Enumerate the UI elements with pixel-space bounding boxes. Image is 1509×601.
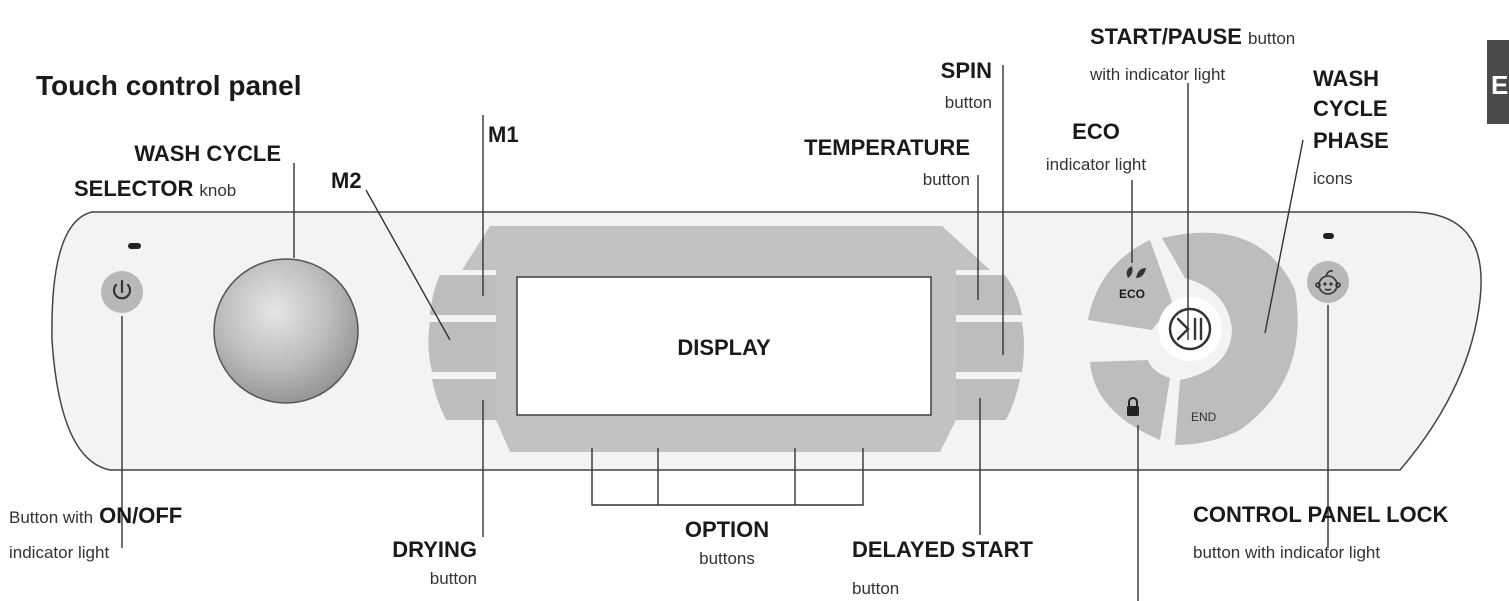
spin-label: SPIN [941, 58, 992, 83]
wash-cycle-phase-label-3: PHASE [1313, 128, 1389, 153]
start-pause-sublabel: with indicator light [1089, 65, 1225, 84]
m2-label: M2 [331, 168, 362, 193]
end-label: END [1191, 410, 1217, 424]
power-indicator-light [128, 243, 141, 249]
wash-cycle-phase-icons [1162, 232, 1298, 445]
m1-label: M1 [488, 122, 519, 147]
temperature-button[interactable] [956, 322, 1024, 372]
diagram-title: Touch control panel [36, 70, 301, 101]
spin-sublabel: button [945, 93, 992, 112]
start-pause-button[interactable] [1168, 307, 1212, 351]
option-sublabel: buttons [699, 549, 755, 568]
section-tab-letter: E [1491, 70, 1509, 100]
baby-face-icon [1315, 270, 1341, 295]
power-icon [112, 279, 132, 300]
wash-cycle-phase-label-2: CYCLE [1313, 96, 1388, 121]
control-panel-lock-sublabel: button with indicator light [1193, 543, 1380, 562]
drying-button[interactable] [432, 379, 496, 420]
child-lock-indicator-light [1323, 233, 1334, 239]
option-label: OPTION [685, 517, 769, 542]
control-panel-lock-button[interactable] [1307, 261, 1349, 303]
on-off-sublabel: indicator light [9, 543, 109, 562]
m2-button[interactable] [428, 322, 496, 372]
padlock-icon [1127, 397, 1139, 416]
wash-cycle-phase-label-1: WASH [1313, 66, 1379, 91]
m1-button[interactable] [430, 275, 496, 315]
leaf-icon [1126, 266, 1146, 278]
delayed-start-button[interactable] [956, 379, 1020, 420]
spin-button[interactable] [956, 275, 1022, 315]
drying-sublabel: button [430, 569, 477, 588]
eco-label: ECO [1072, 119, 1120, 144]
display-screen [516, 276, 932, 416]
wash-cycle-selector-knob[interactable] [213, 258, 359, 404]
section-tab: E [1487, 40, 1509, 124]
eco-indicator-label: ECO [1119, 287, 1145, 301]
eco-segment [1088, 240, 1175, 330]
delayed-start-label: DELAYED START [852, 537, 1033, 562]
wash-cycle-selector-label-line1: WASH CYCLE [134, 141, 281, 166]
delayed-start-sublabel: button [852, 579, 899, 598]
display-label: DISPLAY [677, 335, 771, 360]
eco-sublabel: indicator light [1046, 155, 1146, 174]
control-panel-lock-label: CONTROL PANEL LOCK [1193, 502, 1449, 527]
temperature-sublabel: button [923, 170, 970, 189]
drying-label: DRYING [392, 537, 477, 562]
leader-lines [121, 65, 1329, 601]
wash-cycle-phase-sublabel: icons [1313, 169, 1353, 188]
temperature-label: TEMPERATURE [804, 135, 970, 160]
